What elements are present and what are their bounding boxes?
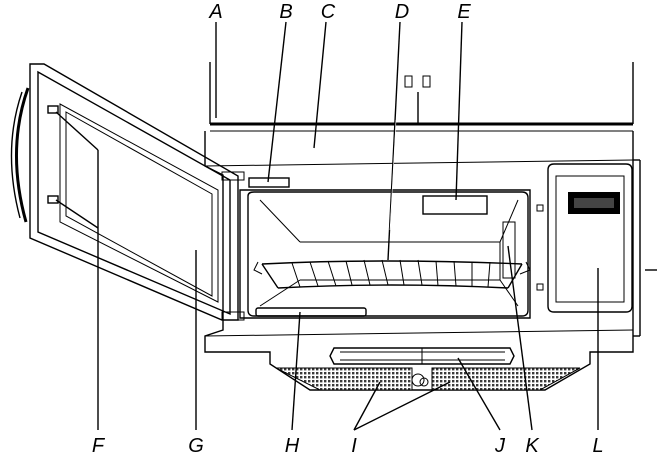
label-c: C (321, 1, 336, 23)
grease-filter-right (432, 368, 580, 390)
cooking-rack (254, 260, 530, 288)
label-a: A (208, 1, 222, 23)
label-l: L (592, 435, 603, 457)
microwave-door (11, 64, 244, 320)
label-g: G (188, 435, 204, 457)
label-i: I (351, 435, 357, 457)
label-k: K (525, 435, 540, 457)
label-d: D (395, 1, 409, 23)
label-e: E (457, 1, 471, 23)
label-h: H (285, 435, 300, 457)
underside (276, 348, 580, 390)
control-panel (537, 164, 632, 312)
oven-cavity (240, 178, 530, 318)
label-j: J (494, 435, 506, 457)
label-f: F (92, 435, 106, 457)
label-b: B (279, 1, 292, 23)
microwave-body (205, 62, 657, 390)
